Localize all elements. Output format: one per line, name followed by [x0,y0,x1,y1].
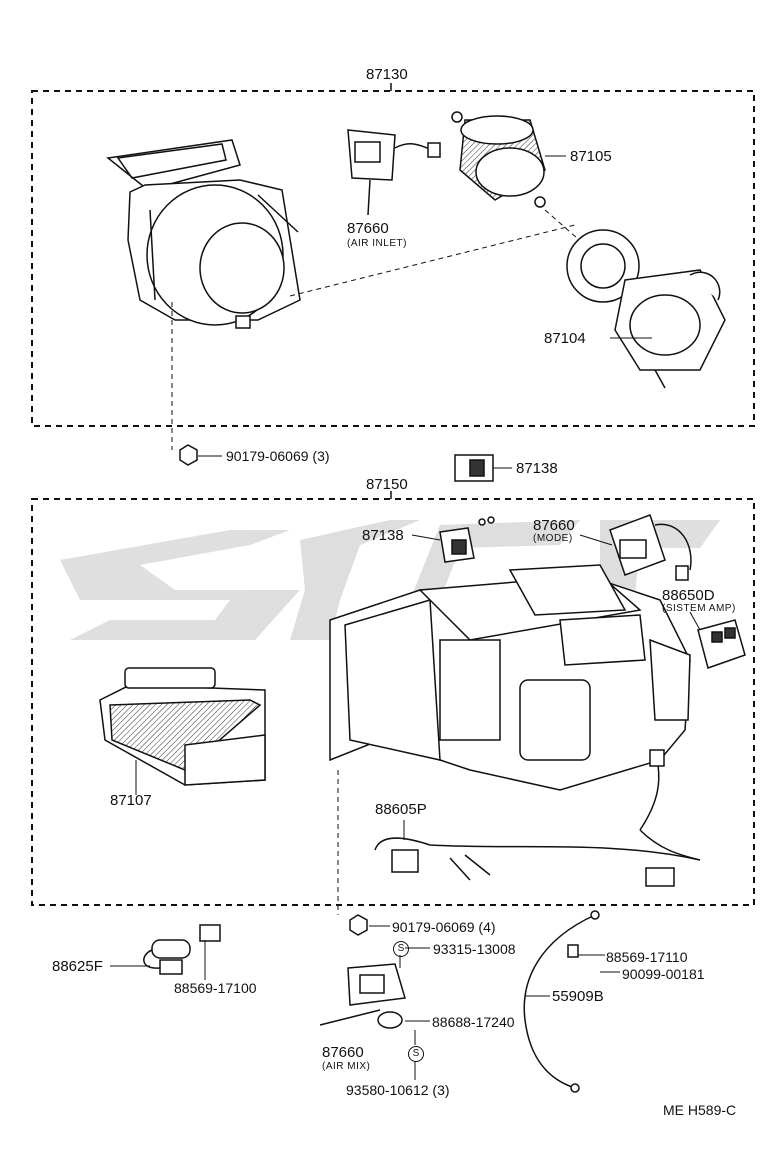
group-label-87130: 87130 [366,66,408,83]
nut-lower [349,914,368,936]
part-label-88569-17110: 88569-17110 [606,949,688,965]
part-label-87138-top: 87138 [516,460,558,477]
servo-air-inlet [347,129,441,216]
part-note-mode: (MODE) [533,533,573,544]
part-label-87138: 87138 [362,527,404,544]
part-label-87660-inlet: 87660 [347,220,389,237]
servo-mode [609,514,692,581]
footer-code: ME H589-C [663,1102,737,1118]
group-label-87150: 87150 [366,476,408,493]
part-label-88625f: 88625F [52,958,103,975]
part-label-87104: 87104 [544,330,586,347]
s-mark-upper: S [393,941,409,957]
blower-fan [451,111,546,208]
wire-harness [374,749,701,887]
system-amp [697,619,746,669]
sensor-88625f [143,939,191,975]
part-label-87107: 87107 [110,792,152,809]
part-label-88650d: 88650D [662,587,715,604]
part-label-87105: 87105 [570,148,612,165]
heater-unit [329,564,691,791]
part-label-90099: 90099-00181 [622,966,705,982]
clip-88569-17100 [199,924,221,942]
control-cable [523,910,600,1093]
group-box-87150 [31,498,755,906]
part-label-87660-airmix: 87660 [322,1044,364,1061]
part-label-88605p: 88605P [375,801,427,818]
part-label-87660-mode: 87660 [533,517,575,534]
part-note-air-inlet: (AIR INLET) [347,238,407,249]
part-note-sistem-amp: (SISTEM AMP) [662,603,736,614]
heater-core [99,667,266,786]
part-label-90179-3: 90179-06069 (3) [226,448,330,464]
leader-lines [110,155,701,1080]
part-note-air-mix: (AIR MIX) [322,1061,371,1072]
nut-upper [179,444,198,466]
part-label-90179-4: 90179-06069 (4) [392,919,496,935]
part-label-88569-17100: 88569-17100 [174,980,257,996]
part-label-93315: 93315-13008 [433,941,516,957]
s-mark-lower: S [408,1046,424,1062]
part-label-88688: 88688-17240 [432,1014,515,1030]
resistor-upper [454,454,494,482]
part-label-93580: 93580-10612 (3) [346,1082,450,1098]
resistor-lower [439,516,495,563]
blower-motor [566,229,726,389]
blower-case [106,139,301,329]
servo-air-mix [319,963,406,1029]
part-label-55909b: 55909B [552,988,604,1005]
